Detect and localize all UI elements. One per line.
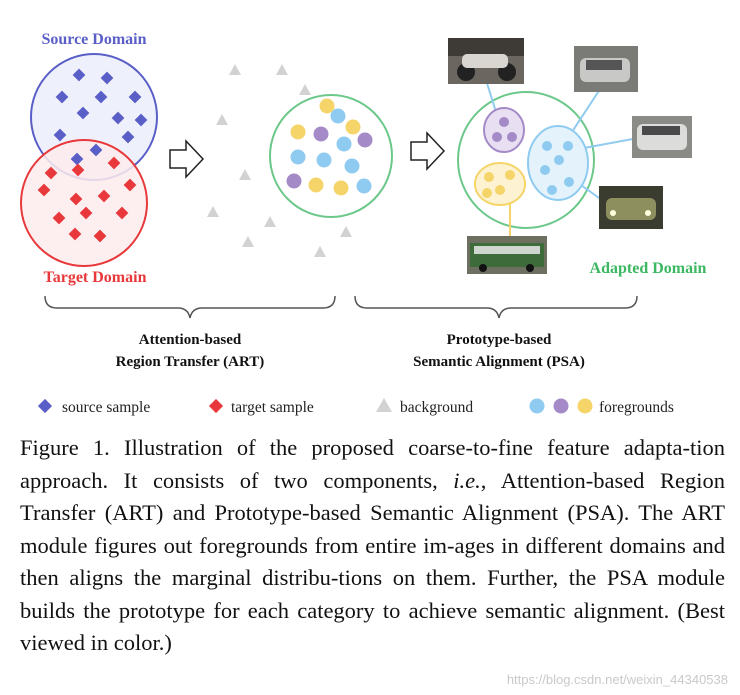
foreground-dot bbox=[333, 180, 349, 196]
legend-source-label: source sample bbox=[62, 399, 150, 416]
foreground-dot bbox=[356, 178, 372, 194]
background-triangle bbox=[207, 206, 219, 217]
triangle-icon bbox=[376, 398, 392, 412]
foreground-dot bbox=[316, 152, 332, 168]
target-sample-diamond bbox=[37, 183, 51, 197]
adapted-dot bbox=[482, 188, 492, 198]
caption-ie: i.e. bbox=[453, 467, 481, 493]
foreground-dot bbox=[290, 149, 306, 165]
background-triangle bbox=[314, 246, 326, 257]
art-brace bbox=[44, 295, 336, 319]
diamond-icon bbox=[37, 398, 53, 414]
figure-caption: Figure 1. Illustration of the proposed c… bbox=[20, 432, 725, 660]
psa-title: Prototype-based bbox=[447, 332, 552, 348]
target-sample-diamond bbox=[69, 192, 83, 206]
adapted-dot bbox=[484, 172, 494, 182]
background-triangle bbox=[264, 216, 276, 227]
car-photo bbox=[599, 186, 663, 229]
target-sample-diamond bbox=[79, 206, 93, 220]
background-samples bbox=[207, 64, 352, 257]
source-sample-diamond bbox=[89, 143, 103, 157]
psa-title: Semantic Alignment (PSA) bbox=[413, 354, 585, 370]
caption-lead: Figure 1. Illustration of the proposed c… bbox=[20, 435, 725, 493]
target-sample-diamond bbox=[44, 166, 58, 180]
motorcycle-photo bbox=[448, 38, 524, 84]
background-triangle bbox=[276, 64, 288, 75]
bus-photo bbox=[467, 236, 547, 274]
foreground-dot bbox=[290, 124, 306, 140]
adapted-dot bbox=[505, 170, 515, 180]
legend-background-label: background bbox=[400, 399, 473, 416]
hollow-right-arrow-icon bbox=[169, 139, 205, 179]
blue-dot-icon bbox=[529, 398, 545, 414]
foreground-dot bbox=[336, 136, 352, 152]
target-sample-diamond bbox=[123, 178, 137, 192]
foreground-dot bbox=[330, 108, 346, 124]
source-sample-diamond bbox=[128, 90, 142, 104]
target-samples bbox=[37, 156, 137, 243]
car-photo bbox=[574, 46, 638, 92]
adapted-dot bbox=[547, 185, 557, 195]
foreground-dot bbox=[313, 126, 329, 142]
source-sample-diamond bbox=[53, 128, 67, 142]
adapted-dot bbox=[499, 117, 509, 127]
watermark: https://blog.csdn.net/weixin_44340538 bbox=[506, 672, 728, 687]
source-sample-diamond bbox=[70, 152, 84, 166]
source-domain-label: Source Domain bbox=[41, 31, 146, 48]
foreground-dot bbox=[308, 177, 324, 193]
foreground-dot bbox=[319, 98, 335, 114]
background-triangle bbox=[340, 226, 352, 237]
background-triangle bbox=[242, 236, 254, 247]
hollow-right-arrow-icon bbox=[410, 131, 446, 171]
yellow-cluster-ellipse bbox=[474, 162, 526, 206]
caption-rest: , Attention-based Region Transfer (ART) … bbox=[20, 467, 725, 656]
adapted-dot bbox=[507, 132, 517, 142]
target-sample-diamond bbox=[97, 189, 111, 203]
target-sample-diamond bbox=[107, 156, 121, 170]
adapted-dot bbox=[495, 185, 505, 195]
source-sample-diamond bbox=[121, 130, 135, 144]
foreground-dot bbox=[357, 132, 373, 148]
background-triangle bbox=[229, 64, 241, 75]
legend-foregrounds-label: foregrounds bbox=[599, 399, 674, 416]
adapted-dot bbox=[492, 132, 502, 142]
adapted-dot bbox=[564, 177, 574, 187]
target-sample-diamond bbox=[71, 163, 85, 177]
purple-cluster-ellipse bbox=[483, 107, 525, 153]
adapted-dot bbox=[540, 165, 550, 175]
target-domain-circle bbox=[20, 139, 148, 267]
yellow-dot-icon bbox=[577, 398, 593, 414]
foreground-cluster-circle bbox=[269, 94, 393, 218]
foreground-samples bbox=[286, 98, 373, 196]
art-title: Region Transfer (ART) bbox=[116, 354, 265, 370]
background-triangle bbox=[216, 114, 228, 125]
purple-dot-icon bbox=[553, 398, 569, 414]
legend-target-label: target sample bbox=[231, 399, 314, 416]
legend: source sample target sample background f… bbox=[37, 398, 674, 416]
target-sample-diamond bbox=[52, 211, 66, 225]
psa-brace bbox=[354, 295, 638, 319]
target-domain-label: Target Domain bbox=[44, 269, 147, 286]
car-photo bbox=[632, 116, 692, 158]
target-sample-diamond bbox=[115, 206, 129, 220]
adapted-dot bbox=[563, 141, 573, 151]
diamond-icon bbox=[208, 398, 224, 414]
target-sample-diamond bbox=[68, 227, 82, 241]
background-triangle bbox=[299, 84, 311, 95]
target-sample-diamond bbox=[93, 229, 107, 243]
foreground-dot bbox=[345, 119, 361, 135]
source-sample-diamond bbox=[134, 113, 148, 127]
art-title: Attention-based bbox=[139, 332, 242, 348]
adapted-domain-label: Adapted Domain bbox=[590, 260, 707, 277]
adapted-dot bbox=[554, 155, 564, 165]
adapted-samples bbox=[482, 117, 574, 198]
foreground-dot bbox=[286, 173, 302, 189]
background-triangle bbox=[239, 169, 251, 180]
adapted-dot bbox=[542, 141, 552, 151]
foreground-dot bbox=[344, 158, 360, 174]
